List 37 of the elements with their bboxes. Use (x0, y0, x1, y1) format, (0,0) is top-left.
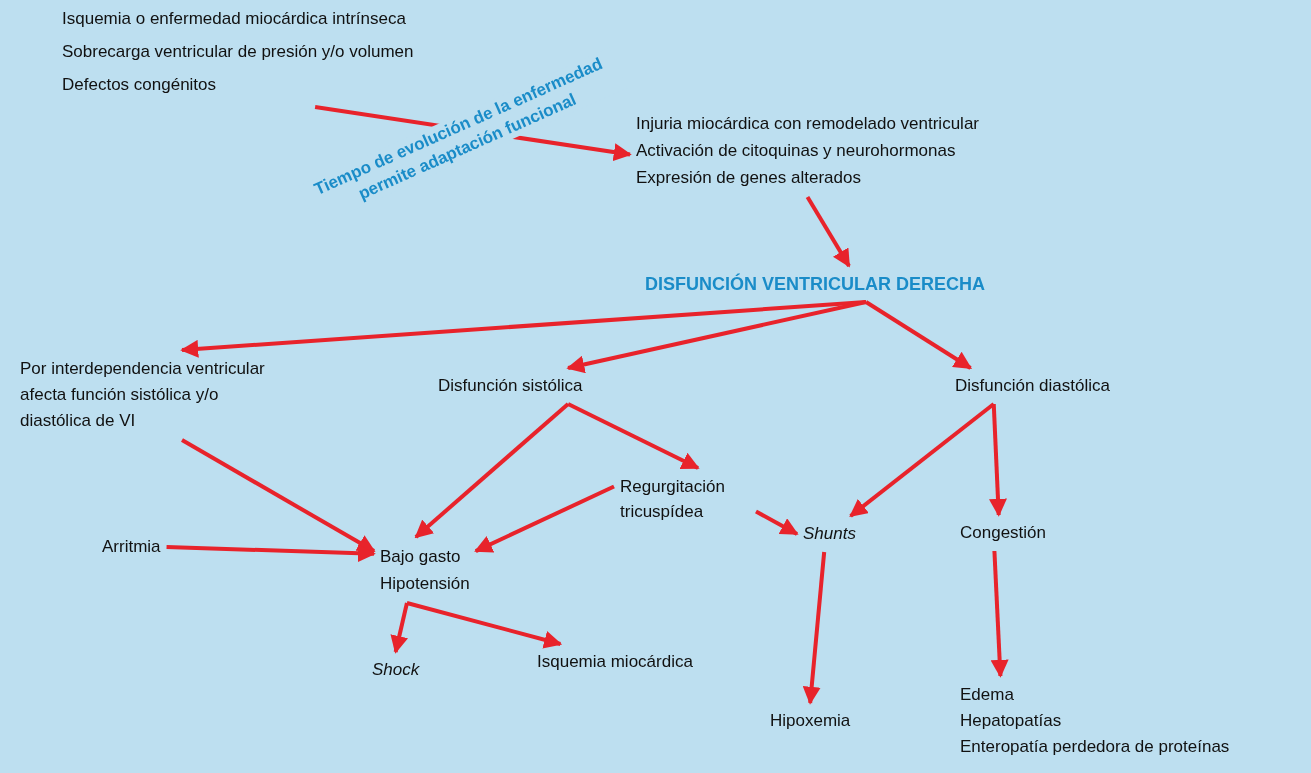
arrow (755, 509, 799, 536)
node-text: Expresión de genes alterados (636, 167, 862, 189)
node-text: Bajo gasto (380, 546, 462, 568)
arrow (406, 601, 563, 649)
arrow (990, 550, 1009, 678)
arrow (181, 438, 376, 553)
heading-text: DISFUNCIÓN VENTRICULAR DERECHA (645, 272, 985, 296)
arrow (989, 403, 1007, 517)
arrow (414, 402, 570, 539)
arrow (567, 402, 700, 470)
arrow (805, 195, 851, 268)
node-text: Hipoxemia (770, 710, 851, 732)
arrow (864, 300, 972, 370)
node-text: Isquemia miocárdica (537, 651, 693, 673)
arrow (474, 484, 615, 553)
arrow (390, 602, 409, 654)
node-text: Regurgitación tricuspídea (620, 476, 726, 523)
node-text: Activación de citoquinas y neurohormonas (636, 140, 957, 162)
arrow (180, 300, 867, 358)
node-text: Hepatopatías (960, 710, 1063, 732)
node-text: Disfunción sistólica (438, 375, 583, 397)
node-text: Injuria miocárdica con remodelado ventricular (636, 113, 979, 135)
arrow (849, 402, 995, 518)
node-text: Edema (960, 684, 1015, 706)
arrow (166, 544, 376, 563)
node-text: Disfunción diastólica (955, 375, 1110, 397)
node-text: Isquemia o enfermedad miocárdica intrínseca (62, 8, 407, 30)
node-text: Shunts (803, 523, 856, 545)
node-text: Arritmia (102, 536, 161, 558)
arrow (802, 551, 827, 705)
node-text: Congestión (960, 522, 1046, 544)
arrow (566, 300, 867, 374)
node-text: Hipotensión (380, 573, 470, 595)
node-text: Defectos congénitos (62, 74, 218, 96)
node-text: Por interdependencia ventricular afecta función sistólica y/o diastólica de VI (20, 358, 266, 432)
node-text: Enteropatía perdedora de proteínas (960, 736, 1230, 758)
node-text: Shock (372, 659, 420, 681)
